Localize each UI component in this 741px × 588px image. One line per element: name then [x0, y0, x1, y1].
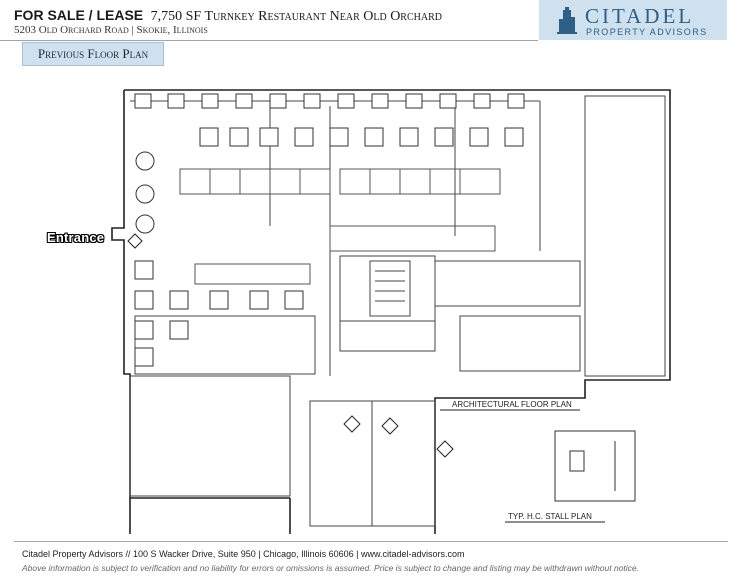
- kitchen: [584, 95, 666, 377]
- header: FOR SALE / LEASE 7,750 SF Turnkey Restau…: [0, 0, 741, 42]
- logo-name: CITADEL: [585, 4, 695, 28]
- footer-contact: Citadel Property Advisors // 100 S Wacke…: [22, 549, 465, 559]
- section-label: Previous Floor Plan: [22, 42, 164, 66]
- header-divider: [0, 40, 538, 41]
- dining-room-south: [129, 375, 291, 497]
- stall-plan: [554, 430, 636, 502]
- entrance-label: Entrance: [47, 230, 105, 245]
- page-title: FOR SALE / LEASE 7,750 SF Turnkey Restau…: [14, 7, 442, 25]
- property-address: 5203 Old Orchard Road | Skokie, Illinois: [14, 24, 208, 36]
- footer-disclaimer: Above information is subject to verifica…: [22, 563, 640, 573]
- footer-divider: [14, 541, 728, 542]
- kitchen-line: [459, 315, 581, 372]
- citadel-logo: CITADEL PROPERTY ADVISORS: [539, 0, 727, 40]
- outer-wall: [124, 89, 671, 534]
- listing-headline: 7,750 SF Turnkey Restaurant Near Old Orc…: [150, 9, 442, 24]
- tower-icon: [557, 7, 577, 34]
- floor-plan-drawing: ARCHITECTURAL FLOOR PLAN TYP. H.C. STALL…: [40, 76, 700, 534]
- outer-wall-west: [111, 90, 131, 534]
- plan-title: ARCHITECTURAL FLOOR PLAN: [452, 400, 572, 409]
- logo-tagline: PROPERTY ADVISORS: [586, 27, 708, 37]
- stall-plan-title: TYP. H.C. STALL PLAN: [508, 512, 592, 521]
- stair-core: [339, 255, 436, 352]
- floor-plan-svg: ARCHITECTURAL FLOOR PLAN TYP. H.C. STALL…: [111, 89, 671, 534]
- listing-type: FOR SALE / LEASE: [14, 7, 144, 23]
